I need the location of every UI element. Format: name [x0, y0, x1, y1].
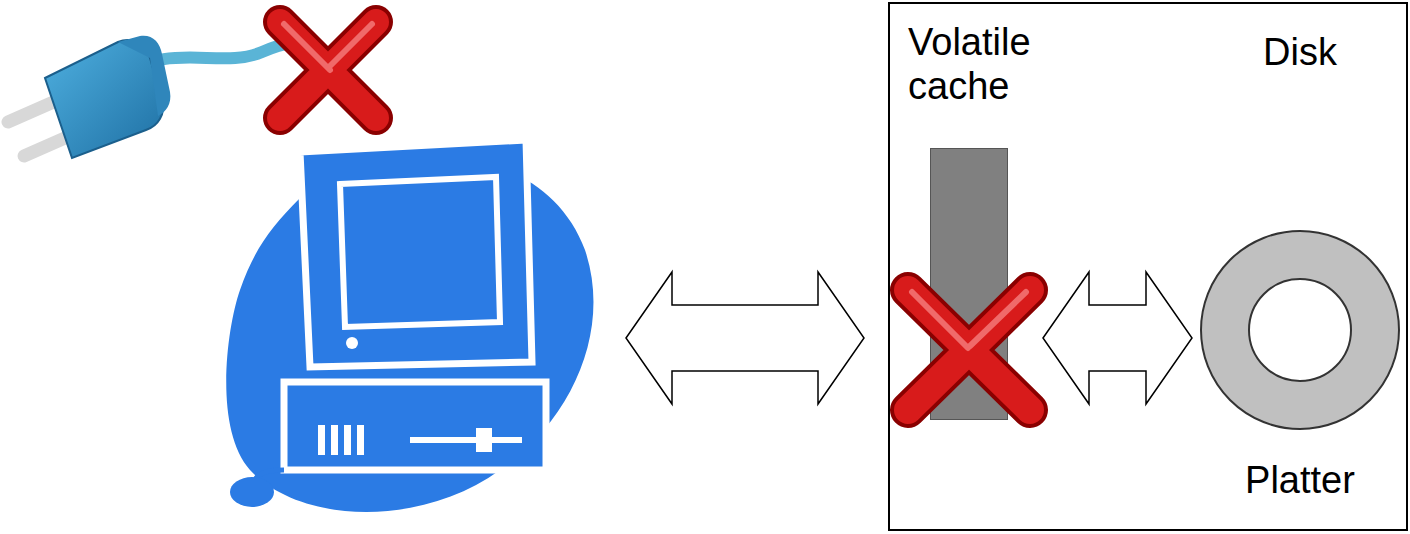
drive-enclosure — [889, 3, 1407, 530]
disk-platter: DiskPlatter — [1195, 20, 1405, 515]
platter-ring — [1195, 20, 1405, 515]
data-transfer-arrow — [1043, 272, 1192, 404]
red-x-plug — [280, 22, 376, 118]
red-x-cache — [908, 290, 1030, 410]
io-double-arrow — [626, 272, 864, 404]
node-label: Platter — [1195, 458, 1405, 502]
node-label: Disk — [1195, 30, 1405, 74]
node-label: Volatile cache — [908, 20, 1043, 108]
computer-clipart — [226, 140, 593, 512]
power-plug — [8, 36, 318, 158]
